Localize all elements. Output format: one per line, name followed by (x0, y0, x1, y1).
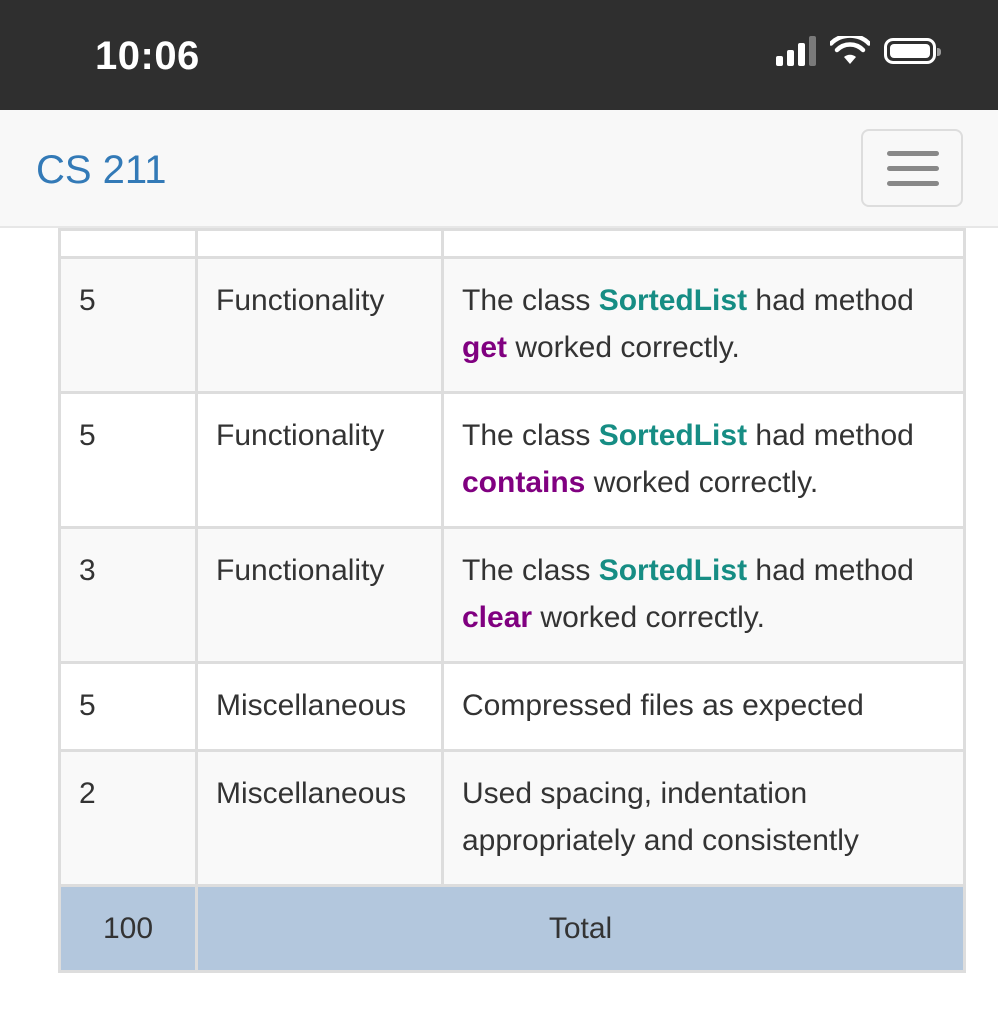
cellular-signal-icon (776, 36, 816, 66)
category-cell: Functionality (195, 256, 444, 394)
status-bar: 10:06 (0, 0, 998, 110)
wifi-icon (830, 36, 870, 64)
battery-icon (884, 38, 941, 64)
table-row: 3 Functionality The class SortedList had… (58, 526, 966, 664)
points-cell: 5 (58, 661, 198, 752)
navbar: CS 211 (0, 110, 998, 228)
rubric-table: 5 Functionality The class SortedList had… (58, 228, 966, 973)
menu-toggle-button[interactable] (861, 129, 963, 207)
total-label-cell: Total (195, 884, 966, 973)
class-name: SortedList (598, 554, 748, 587)
points-cell: 2 (58, 749, 198, 887)
category-cell: Miscellaneous (195, 661, 444, 752)
category-cell: Functionality (195, 391, 444, 529)
description-cell: Compressed files as expected (441, 661, 966, 752)
method-name: get (462, 331, 507, 364)
total-points-cell: 100 (58, 884, 198, 973)
hamburger-icon (887, 151, 939, 156)
method-name: contains (462, 466, 586, 499)
table-row: 5 Functionality The class SortedList had… (58, 391, 966, 529)
status-time: 10:06 (95, 34, 200, 78)
class-name: SortedList (598, 419, 748, 452)
category-cell: Functionality (195, 526, 444, 664)
method-name: clear (462, 601, 533, 634)
description-cell: Used spacing, indentation appropriately … (441, 749, 966, 887)
description-cell: The class SortedList had method clear wo… (441, 526, 966, 664)
site-brand-link[interactable]: CS 211 (36, 148, 167, 192)
description-cell: The class SortedList had method contains… (441, 391, 966, 529)
category-cell: Miscellaneous (195, 749, 444, 887)
points-cell: 3 (58, 526, 198, 664)
table-row (58, 228, 966, 259)
points-cell: 5 (58, 391, 198, 529)
table-row: 2 Miscellaneous Used spacing, indentatio… (58, 749, 966, 887)
table-row: 5 Miscellaneous Compressed files as expe… (58, 661, 966, 752)
description-cell: The class SortedList had method get work… (441, 256, 966, 394)
points-cell: 5 (58, 256, 198, 394)
status-icons (776, 36, 941, 66)
total-row: 100 Total (58, 884, 966, 973)
class-name: SortedList (598, 284, 748, 317)
table-row: 5 Functionality The class SortedList had… (58, 256, 966, 394)
